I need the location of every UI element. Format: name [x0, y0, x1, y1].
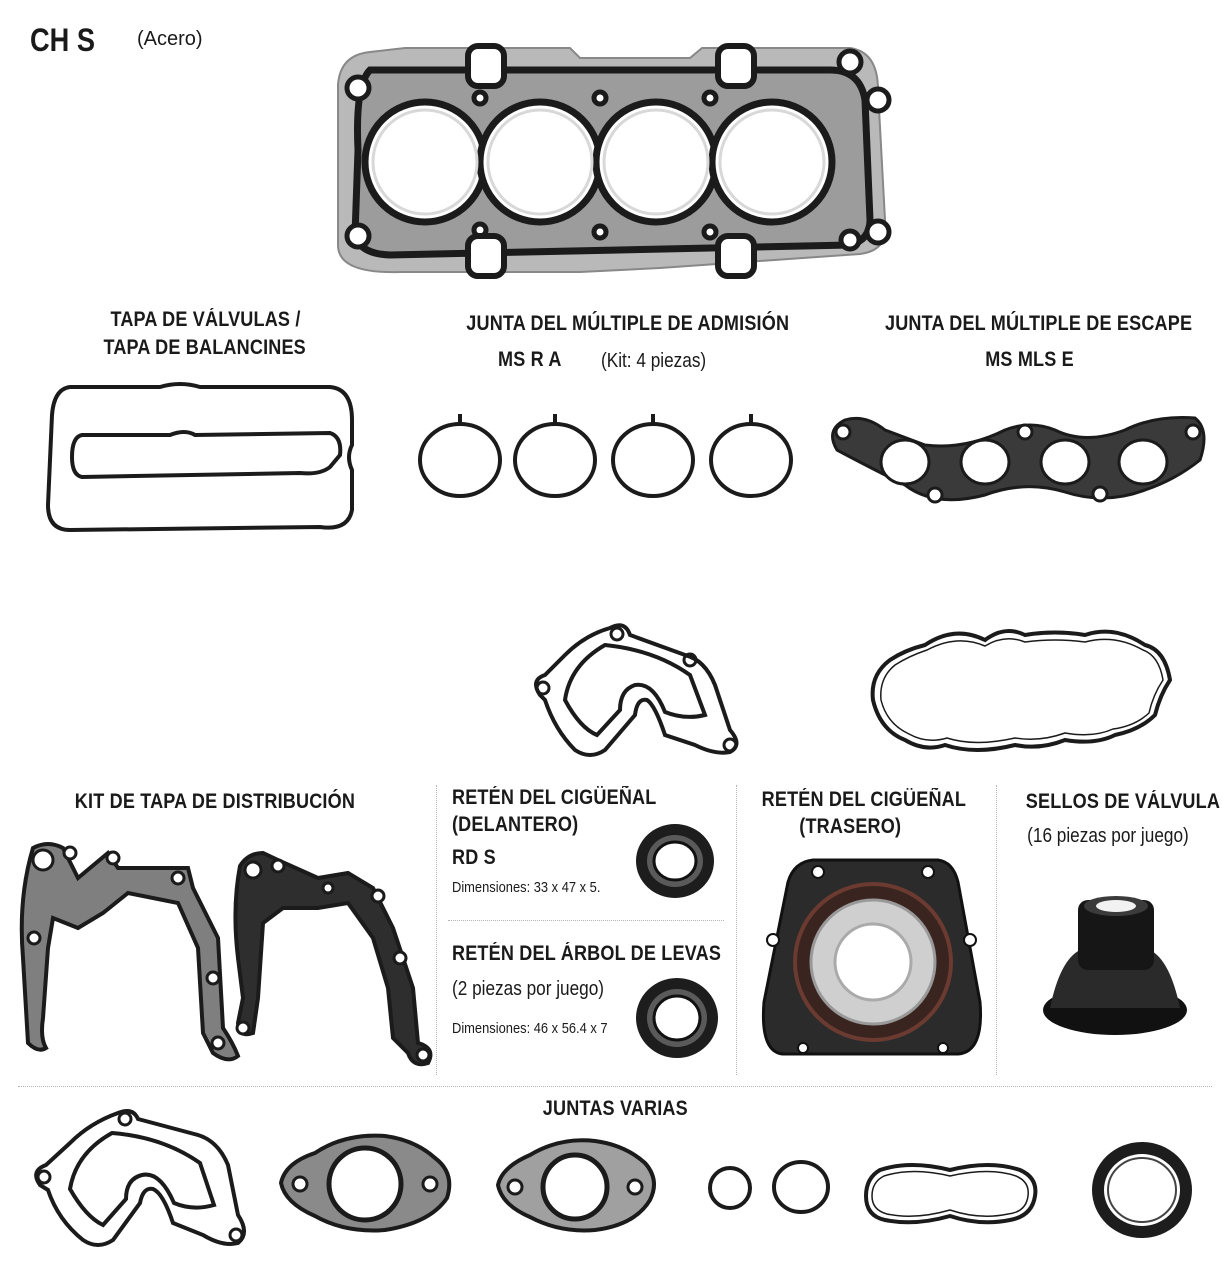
head-gasket-image — [337, 43, 892, 279]
valve-seals-qty-text: (16 piezas por juego) — [1026, 825, 1189, 847]
front-seal-image — [636, 824, 714, 898]
valve-seal-image — [1043, 896, 1187, 1035]
intake-code-text: MS R A — [498, 348, 562, 371]
misc-pump-gasket-image — [34, 1109, 246, 1247]
front-seal-dims: Dimensiones: 33 x 47 x 5. — [452, 879, 625, 896]
valve-seals-title: SELLOS DE VÁLVULA — [1010, 790, 1220, 814]
valve-cover-title: TAPA DE VÁLVULAS / TAPA DE BALANCINES — [60, 306, 350, 362]
water-pump-gasket-image — [534, 623, 739, 757]
rear-seal-line1: RETÉN DEL CIGÜEÑAL — [761, 788, 967, 811]
intake-code: MS R A — [498, 348, 572, 372]
misc-seal-ring-image — [1092, 1142, 1192, 1238]
exhaust-code: MS MLS E — [930, 348, 1130, 372]
kit-code: CH S — [30, 22, 106, 59]
kit-code-text: CH S — [30, 22, 95, 58]
cam-seal-title-text: RETÉN DEL ÁRBOL DE LEVAS — [452, 942, 722, 965]
intake-kit-text: (Kit: 4 piezas) — [601, 350, 707, 372]
divider-v3 — [996, 785, 997, 1075]
valve-seals-qty: (16 piezas por juego) — [1010, 825, 1205, 848]
valve-cover-gasket-image — [45, 382, 354, 533]
front-seal-line2: (DELANTERO) — [452, 813, 579, 836]
misc-oval-gasket-image — [863, 1163, 1038, 1225]
exhaust-title: JUNTA DEL MÚLTIPLE DE ESCAPE — [860, 312, 1200, 336]
front-seal-code-text: RD S — [452, 846, 496, 869]
exhaust-title-text: JUNTA DEL MÚLTIPLE DE ESCAPE — [885, 312, 1193, 335]
divider-h1 — [448, 920, 724, 921]
divider-v1 — [436, 785, 437, 1075]
timing-title: KIT DE TAPA DE DISTRIBUCIÓN — [20, 790, 410, 814]
rear-seal-image — [761, 858, 983, 1056]
misc-title: JUNTAS VARIAS — [460, 1097, 770, 1121]
cam-seal-qty-text: (2 piezas por juego) — [452, 978, 605, 1000]
material-label: (Acero) — [137, 28, 203, 50]
intake-title: JUNTA DEL MÚLTIPLE DE ADMISIÓN — [440, 312, 800, 336]
oil-pan-gasket-image — [870, 629, 1173, 752]
misc-flange-gasket-2-image — [495, 1138, 656, 1233]
cam-seal-image — [636, 978, 718, 1058]
front-seal-title: RETÉN DEL CIGÜEÑAL (DELANTERO) — [452, 784, 690, 838]
misc-flange-gasket-1-image — [278, 1133, 452, 1233]
intake-gaskets-image — [418, 414, 793, 498]
misc-title-text: JUNTAS VARIAS — [542, 1097, 688, 1120]
timing-title-text: KIT DE TAPA DE DISTRIBUCIÓN — [74, 790, 356, 813]
intake-title-text: JUNTA DEL MÚLTIPLE DE ADMISIÓN — [466, 312, 790, 335]
exhaust-code-text: MS MLS E — [985, 348, 1075, 371]
cam-seal-dims: Dimensiones: 46 x 56.4 x 7 — [452, 1020, 633, 1037]
front-seal-dims-text: Dimensiones: 33 x 47 x 5. — [452, 879, 601, 896]
misc-o-ring-small-image — [708, 1166, 752, 1210]
front-seal-code: RD S — [452, 846, 503, 870]
cam-seal-qty: (2 piezas por juego) — [452, 978, 629, 1001]
intake-kit: (Kit: 4 piezas) — [601, 350, 723, 373]
cam-seal-dims-text: Dimensiones: 46 x 56.4 x 7 — [452, 1020, 608, 1037]
exhaust-gasket-image — [831, 416, 1206, 504]
valve-seals-title-text: SELLOS DE VÁLVULA — [1025, 790, 1221, 813]
divider-v2 — [736, 785, 737, 1075]
misc-o-ring-large-image — [772, 1160, 830, 1214]
rear-seal-title: RETÉN DEL CIGÜEÑAL (TRASERO) — [745, 786, 966, 840]
timing-cover-gaskets-image — [19, 842, 433, 1067]
valve-cover-line1: TAPA DE VÁLVULAS / — [109, 308, 301, 331]
divider-h2 — [18, 1086, 1212, 1087]
rear-seal-line2: (TRASERO) — [799, 815, 901, 838]
front-seal-line1: RETÉN DEL CIGÜEÑAL — [452, 786, 657, 809]
valve-cover-line2: TAPA DE BALANCINES — [103, 336, 307, 359]
cam-seal-title: RETÉN DEL ÁRBOL DE LEVAS — [452, 942, 765, 966]
